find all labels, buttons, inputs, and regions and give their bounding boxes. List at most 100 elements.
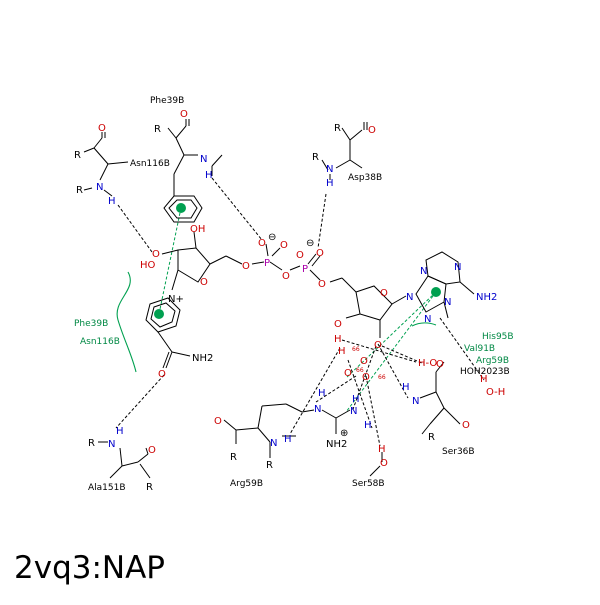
pi-stack-line-2	[345, 291, 437, 413]
hbond-8	[377, 343, 409, 399]
atom-o-p1-b: O	[280, 240, 288, 251]
pi-centroid-nicotinamide	[154, 309, 164, 319]
atom-r-asp-n: R	[312, 152, 319, 163]
residue-phe39-top-structure	[167, 119, 223, 196]
atom-o-p2-b: O	[316, 248, 324, 259]
label-his95: His95B	[482, 332, 514, 342]
atom-o-ring2: O	[380, 288, 388, 299]
atom-n-phe-top: N	[200, 154, 207, 165]
nap-ribose-1	[161, 231, 243, 291]
hbond-4	[115, 374, 165, 429]
atom-o-bridge: O	[282, 271, 290, 282]
atom-n-adenine-3: N	[406, 292, 413, 303]
atom-o-ala: O	[148, 445, 156, 456]
atom-o-ribose2-b: O	[374, 340, 382, 351]
atom-o-p1-a: O	[258, 238, 266, 249]
hbond-10	[365, 375, 381, 447]
atom-r-asn-n: R	[76, 185, 83, 196]
adenine-rings	[415, 251, 475, 319]
atom-ho-ribose: HO	[140, 260, 156, 271]
atom-n-arg: N	[270, 438, 277, 449]
atom-r-arg: R	[230, 452, 237, 463]
hbond-3	[117, 204, 153, 253]
atom-n-asn-top: N	[96, 182, 103, 193]
label-ser58: Ser58B	[352, 479, 385, 489]
atom-h-arg-guan: H	[318, 388, 326, 399]
label-ser36: Ser36B	[442, 447, 475, 457]
atom-h-arg-n: H	[284, 434, 292, 445]
atom-o-p1-link: O	[242, 261, 250, 272]
atom-n-arg-guan: N	[314, 404, 321, 415]
label-phe39-side: Phe39B	[74, 319, 108, 329]
minus-charge-2: ⊖	[306, 238, 314, 249]
minus-charge-1: ⊖	[268, 232, 276, 243]
water-o-4: O	[344, 368, 352, 379]
atom-n-ser36: N	[412, 396, 419, 407]
atom-n-adenine-4: N	[444, 297, 451, 308]
atom-o-ribose-link: O	[152, 249, 160, 260]
atom-nh2-adenine: NH2	[476, 292, 497, 303]
hbond-6	[341, 339, 417, 363]
hbond-1	[211, 177, 263, 241]
hydrophobic-arc-left	[116, 271, 137, 373]
atom-oh-ribose: OH	[190, 224, 205, 235]
residue-ser58-structure	[369, 452, 383, 477]
atom-o-arg: O	[214, 416, 222, 427]
distance-label-3: 66	[378, 374, 386, 381]
atom-o-p2-a: O	[296, 250, 304, 261]
atom-o-ribose2-a: O	[334, 319, 342, 330]
atom-h-ribose2-a: H	[334, 334, 342, 345]
label-asn116-side: Asn116B	[80, 337, 120, 347]
residue-asp38-structure	[321, 122, 368, 180]
atom-h-asn-top: H	[108, 196, 116, 207]
label-arg59-bottom: Arg59B	[230, 479, 263, 489]
hbond-2	[317, 193, 327, 249]
hbond-11	[315, 375, 357, 403]
atom-nh2-arg: NH2	[326, 439, 347, 450]
distance-label-1: 66	[352, 346, 360, 353]
atom-r-ala: R	[88, 438, 95, 449]
pi-stack-line-1	[158, 207, 182, 315]
atom-n-adenine-5: N	[424, 314, 431, 325]
label-asn116-top: Asn116B	[130, 159, 170, 169]
hbond-13	[347, 359, 373, 429]
atom-n-adenine-2: N	[454, 262, 461, 273]
hbond-12	[439, 317, 485, 381]
atom-n-adenine-1: N	[420, 266, 427, 277]
atom-r-ser36: R	[428, 432, 435, 443]
label-phe39-top: Phe39B	[150, 96, 184, 106]
atom-o-p2-link: O	[318, 279, 326, 290]
label-val91: Val91B	[464, 344, 495, 354]
water-o-5: O	[362, 372, 370, 383]
hbond-5	[289, 347, 341, 435]
atom-n-arg-2: N	[350, 406, 357, 417]
atom-h-ser58: H	[378, 444, 386, 455]
atom-o-ring1: O	[200, 277, 208, 288]
atom-r-ala-c: R	[146, 482, 153, 493]
hbond-9	[351, 345, 377, 413]
water-h-3: H	[480, 374, 488, 385]
atom-r-arg-n: R	[266, 460, 273, 471]
label-asp38: Asp38B	[348, 173, 382, 183]
atom-o-phe-top: O	[180, 109, 188, 120]
water-h-o-1: H-O	[418, 358, 437, 369]
pi-centroid-adenine	[431, 287, 441, 297]
atom-h-ala: H	[116, 426, 124, 437]
hbond-7	[381, 345, 425, 365]
diphosphate-bridge	[251, 243, 357, 293]
residue-arg59-structure	[223, 403, 351, 458]
distance-label-2: 66	[356, 367, 364, 374]
atom-p1: P	[264, 258, 270, 269]
atom-o-amide: O	[158, 369, 166, 380]
atom-h-phe-top: H	[205, 170, 213, 181]
pi-stack-line-3	[345, 291, 437, 379]
atom-h-arg-2a: H	[352, 394, 360, 405]
nap-ribose-2	[345, 285, 407, 338]
atom-r-phe-top: R	[154, 124, 161, 135]
atom-h-ser36: H	[402, 382, 410, 393]
water-h-6: H	[338, 346, 346, 357]
label-hoh2023: HOH2023B	[460, 367, 510, 377]
water-o-h-2: O-H	[486, 387, 505, 398]
